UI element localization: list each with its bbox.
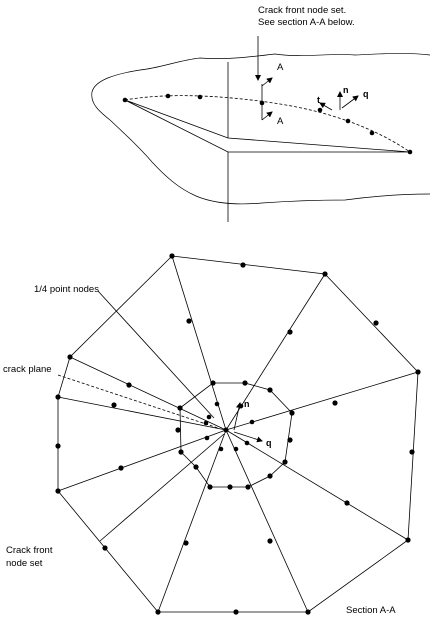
q-vector-arrow-section — [233, 431, 263, 443]
t-vector-label: t — [317, 95, 320, 105]
section-marker-label-top: A — [277, 62, 284, 73]
crack-front-node — [165, 93, 171, 99]
n-vector-arrow-section — [233, 402, 242, 431]
crack-front-node — [345, 118, 351, 124]
q-vector-label: q — [363, 89, 369, 99]
section-mesh — [55, 253, 421, 615]
mesh-node — [233, 609, 239, 615]
mesh-node — [55, 488, 61, 494]
mesh-node — [249, 419, 255, 425]
mesh-node — [55, 443, 61, 449]
mesh-node — [175, 427, 181, 433]
t-vector-arrow — [319, 102, 333, 111]
n-vector-label: n — [343, 85, 349, 95]
crack-plane-label: crack plane — [3, 364, 52, 375]
mesh-node — [305, 609, 311, 615]
mesh-node — [177, 405, 183, 411]
crack-front-curve — [124, 95, 411, 153]
section-a-a-marker — [261, 77, 273, 121]
quarter-point-leader — [97, 290, 215, 419]
mesh-node — [287, 437, 293, 443]
mesh-node — [214, 401, 220, 407]
mesh-node — [169, 253, 175, 259]
mesh-node — [373, 320, 379, 326]
top-body-view — [91, 36, 431, 222]
body-outline — [91, 53, 431, 205]
mesh-spokes — [57, 255, 419, 613]
n-vector-label-section: n — [244, 399, 250, 409]
mesh-node — [289, 410, 295, 416]
crack-front-node — [407, 149, 413, 155]
crack-front-node — [369, 130, 375, 136]
mesh-node — [267, 473, 273, 479]
mesh-node — [178, 449, 184, 455]
crack-front-leader — [99, 433, 225, 542]
mesh-node — [155, 609, 161, 615]
mesh-node — [282, 459, 288, 465]
mesh-node — [111, 402, 117, 408]
crack-front-node — [197, 94, 203, 100]
crack-front-node — [317, 107, 323, 113]
crack-front-node-set-line2: node set — [6, 558, 43, 569]
section-title: Section A-A — [346, 605, 396, 616]
mesh-node — [204, 435, 210, 441]
crack-front-note-line2: See section A-A below. — [258, 17, 355, 28]
mesh-node — [240, 262, 246, 268]
mesh-node — [344, 500, 350, 506]
mesh-node — [206, 414, 212, 420]
mesh-node — [67, 354, 73, 360]
q-vector-label-section: q — [266, 438, 272, 448]
mesh-node — [233, 446, 239, 452]
mesh-node — [267, 538, 273, 544]
mesh-node — [102, 545, 108, 551]
mesh-node — [287, 329, 293, 335]
crack-plane-leader — [57, 374, 219, 429]
outer-boundary — [57, 255, 419, 613]
mesh-node — [245, 484, 251, 490]
crack-front-note-line1: Crack front node set. — [258, 5, 346, 16]
mesh-node — [409, 449, 415, 455]
mesh-node — [186, 318, 192, 324]
mesh-node — [332, 400, 338, 406]
mesh-node — [218, 446, 224, 452]
q-vector-arrow — [341, 95, 359, 109]
mesh-node — [244, 440, 250, 446]
mesh-node — [267, 387, 273, 393]
mesh-node — [183, 540, 189, 546]
mesh-node — [223, 427, 229, 433]
mesh-node — [415, 369, 421, 375]
crack-front-node-set-line1: Crack front — [6, 545, 53, 556]
mesh-node — [55, 394, 61, 400]
quarter-point-nodes-label: 1/4 point nodes — [34, 284, 99, 295]
crack-face — [124, 99, 411, 153]
crack-front-node — [122, 97, 128, 103]
inner-ring-outer — [179, 382, 293, 488]
crack-front-nodes — [122, 93, 413, 155]
mesh-node — [322, 271, 328, 277]
mesh-node — [207, 484, 213, 490]
mesh-node — [227, 484, 233, 490]
mesh-node — [210, 380, 216, 386]
section-marker-label-bottom: A — [277, 116, 284, 127]
mesh-node — [405, 537, 411, 543]
mesh-node — [126, 382, 132, 388]
mesh-node — [193, 464, 199, 470]
mesh-node — [242, 380, 248, 386]
mesh-node — [118, 465, 124, 471]
mesh-nodes — [55, 253, 421, 615]
